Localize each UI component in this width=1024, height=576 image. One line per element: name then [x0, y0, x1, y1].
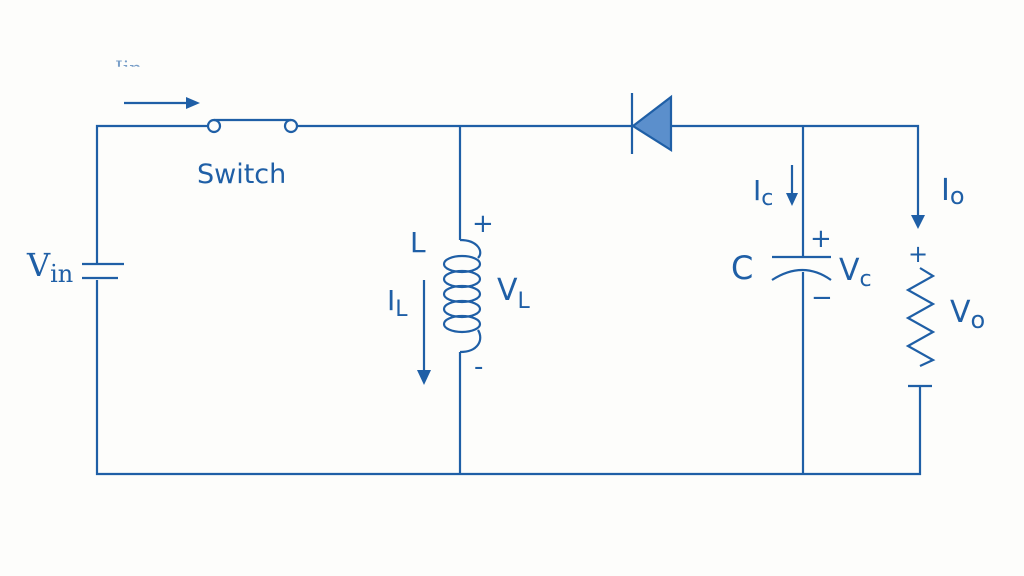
- switch-symbol: [206, 118, 299, 134]
- cap-minus: −: [811, 283, 833, 313]
- wire-left-bottom: [95, 280, 922, 476]
- ic-label: Ic: [753, 174, 773, 211]
- vl-label: VL: [497, 273, 531, 314]
- inductor-label: L: [410, 226, 426, 259]
- vc-label: Vc: [839, 253, 872, 292]
- switch-label: Switch: [197, 159, 286, 190]
- wire-top-right: [668, 124, 920, 222]
- il-arrow: [417, 280, 431, 385]
- io-arrow: [911, 215, 925, 229]
- cap-plus: +: [810, 224, 832, 254]
- input-current-label: Iin: [115, 56, 142, 80]
- io-label: Io: [941, 173, 965, 210]
- resistor-symbol: [905, 267, 936, 367]
- vo-label: Vo: [950, 295, 985, 334]
- inductor-minus: -: [474, 352, 483, 382]
- vin-label: Vin: [26, 246, 73, 288]
- ic-arrow: [786, 165, 798, 206]
- capacitor-label: C: [731, 249, 753, 287]
- wire-left-top: [95, 124, 207, 265]
- battery-symbol: [82, 262, 124, 280]
- diode-symbol: [630, 93, 673, 154]
- capacitor-symbol: [771, 255, 832, 281]
- input-current-arrow: [124, 97, 200, 109]
- il-label: IL: [387, 284, 408, 322]
- inductor-plus: +: [472, 209, 494, 239]
- inductor-symbol: [442, 238, 482, 354]
- res-plus: +: [908, 240, 928, 268]
